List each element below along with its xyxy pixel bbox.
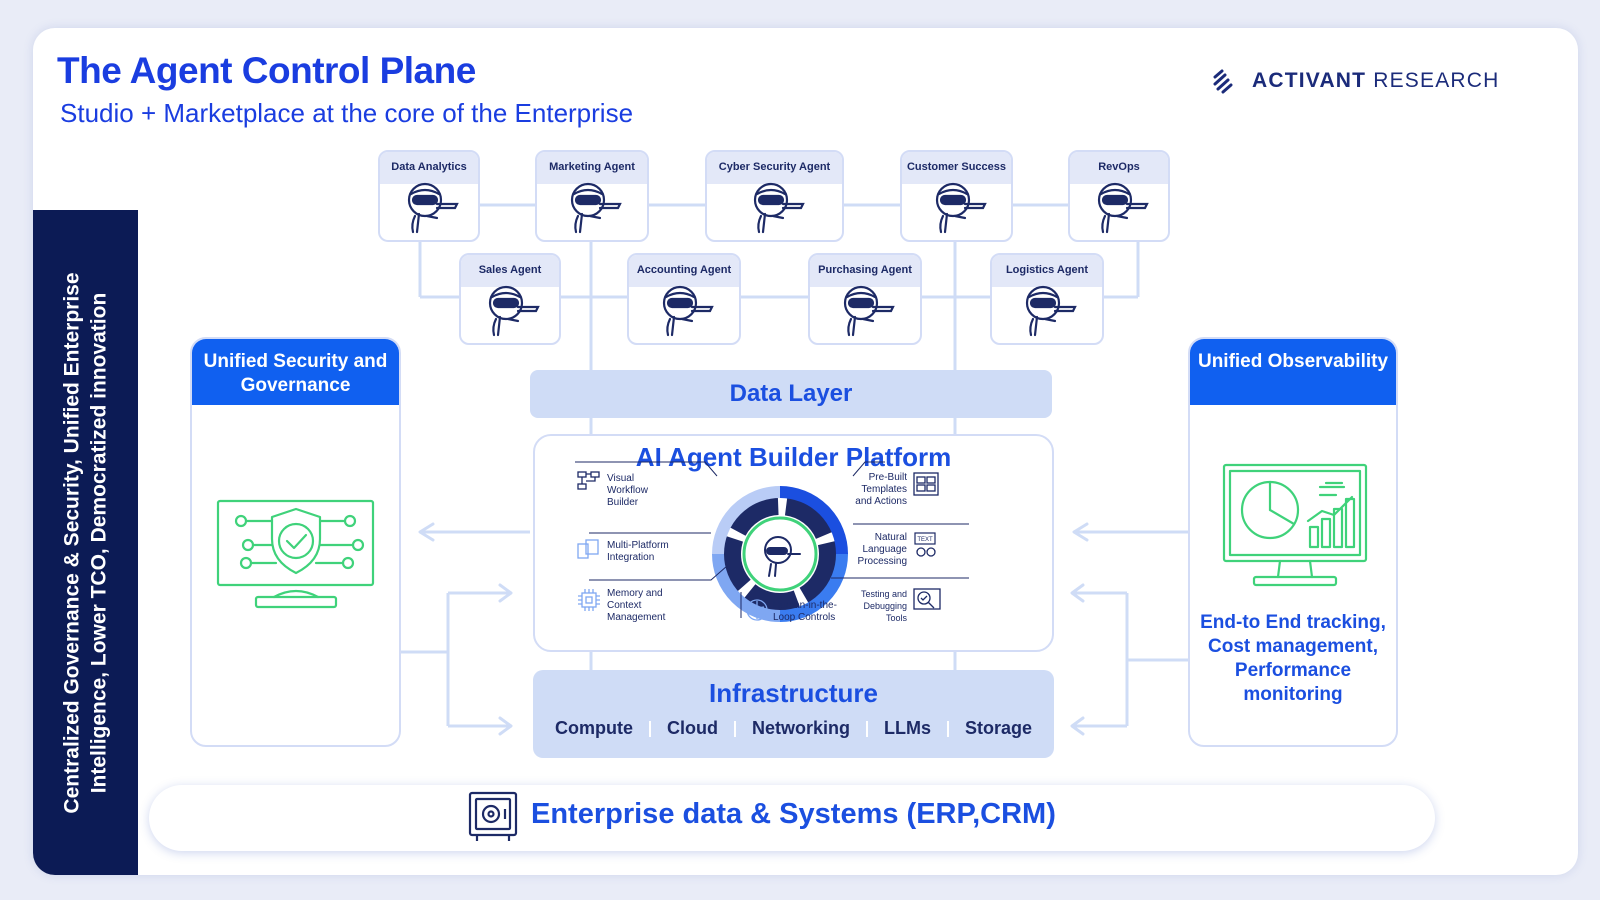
feature-visual-workflow: Visual Workflow Builder xyxy=(607,473,648,508)
agent-label: RevOps xyxy=(1070,152,1168,184)
separator xyxy=(648,720,651,737)
brain-icon xyxy=(746,599,768,621)
text-badge-label: TEXT xyxy=(917,537,933,543)
agent-label: Sales Agent xyxy=(461,255,559,287)
feature-human-in-loop: Human-in-the-Loop Controls xyxy=(773,600,837,623)
agent-card-marketing[interactable]: Marketing Agent xyxy=(535,150,649,242)
robot-icon xyxy=(753,182,805,234)
agent-label: Logistics Agent xyxy=(992,255,1102,287)
agent-label: Customer Success xyxy=(902,152,1011,184)
robot-icon xyxy=(570,182,622,234)
agent-card-accounting[interactable]: Accounting Agent xyxy=(627,253,741,345)
observability-description: End-to End tracking, Cost management, Pe… xyxy=(1200,612,1386,705)
debug-icon xyxy=(913,588,941,610)
agent-card-data-analytics[interactable]: Data Analytics xyxy=(378,150,480,242)
agent-label: Cyber Security Agent xyxy=(707,152,842,184)
separator xyxy=(946,720,949,737)
chip-icon xyxy=(578,589,600,611)
robot-icon xyxy=(1025,285,1077,337)
observability-panel-title: Unified Observability xyxy=(1190,339,1396,405)
brand-name: ACTIVANT RESEARCH xyxy=(1252,69,1500,92)
workflow-icon xyxy=(577,471,600,490)
infra-item-llms: LLMs xyxy=(883,718,931,738)
observability-panel: Unified Observability End-to End trackin… xyxy=(1188,337,1398,747)
infra-item-cloud: Cloud xyxy=(666,718,718,738)
integration-icon xyxy=(577,539,599,559)
page-title: The Agent Control Plane xyxy=(57,50,476,91)
agent-label: Accounting Agent xyxy=(629,255,739,287)
agent-label: Data Analytics xyxy=(380,152,478,184)
feature-prebuilt-templates: Pre-Built Templates and Actions xyxy=(855,472,907,507)
analytics-monitor-icon xyxy=(1222,463,1368,587)
separator xyxy=(733,720,736,737)
activant-logo-icon xyxy=(1213,69,1233,94)
agent-card-revops[interactable]: RevOps xyxy=(1068,150,1170,242)
infrastructure-items: Compute Cloud Networking LLMs Storage xyxy=(533,718,1054,739)
robot-icon xyxy=(935,182,987,234)
agent-card-logistics[interactable]: Logistics Agent xyxy=(990,253,1104,345)
agent-card-purchasing[interactable]: Purchasing Agent xyxy=(808,253,922,345)
infra-item-storage: Storage xyxy=(964,718,1033,738)
agent-builder-platform: AI Agent Builder Platform xyxy=(533,434,1054,652)
infra-item-networking: Networking xyxy=(751,718,850,738)
feature-lines xyxy=(575,461,969,618)
agent-label: Purchasing Agent xyxy=(810,255,920,287)
agent-card-customer-success[interactable]: Customer Success xyxy=(900,150,1013,242)
gear-icon xyxy=(712,486,848,622)
brand-logo: ACTIVANT RESEARCH xyxy=(1212,68,1500,94)
text-processing-icon: TEXT xyxy=(914,532,936,557)
robot-icon xyxy=(407,182,459,234)
robot-icon xyxy=(662,285,714,337)
platform-title: AI Agent Builder Platform xyxy=(635,442,952,472)
template-icon xyxy=(913,472,939,496)
security-governance-panel: Unified Security and Governance xyxy=(190,337,401,747)
feature-multi-platform: Multi-Platform Integration xyxy=(607,540,669,563)
robot-icon xyxy=(488,285,540,337)
agent-label: Marketing Agent xyxy=(537,152,647,184)
robot-icon xyxy=(1097,182,1149,234)
separator xyxy=(865,720,868,737)
feature-nlp: Natural Language Processing xyxy=(857,532,907,567)
benefits-sidebar: Centralized Governance & Security, Unifi… xyxy=(33,210,138,875)
enterprise-systems-label: Enterprise data & Systems (ERP,CRM) xyxy=(531,798,1056,830)
agent-card-sales[interactable]: Sales Agent xyxy=(459,253,561,345)
enterprise-systems-bar: Enterprise data & Systems (ERP,CRM) xyxy=(149,785,1435,851)
data-layer-bar: Data Layer xyxy=(530,370,1052,418)
shield-monitor-icon xyxy=(216,499,375,609)
agent-card-cyber-security[interactable]: Cyber Security Agent xyxy=(705,150,844,242)
security-panel-title: Unified Security and Governance xyxy=(192,339,399,405)
infrastructure-title: Infrastructure xyxy=(708,678,879,708)
infra-item-compute: Compute xyxy=(554,718,633,738)
feature-memory-context: Memory and Context Management xyxy=(607,588,666,623)
robot-icon xyxy=(843,285,895,337)
infrastructure-bar: Infrastructure Compute Cloud Networking … xyxy=(533,670,1054,758)
feature-testing-debugging: Testing and Debugging Tools xyxy=(860,589,907,623)
vault-icon xyxy=(468,791,518,841)
page-subtitle: Studio + Marketplace at the core of the … xyxy=(60,98,634,128)
